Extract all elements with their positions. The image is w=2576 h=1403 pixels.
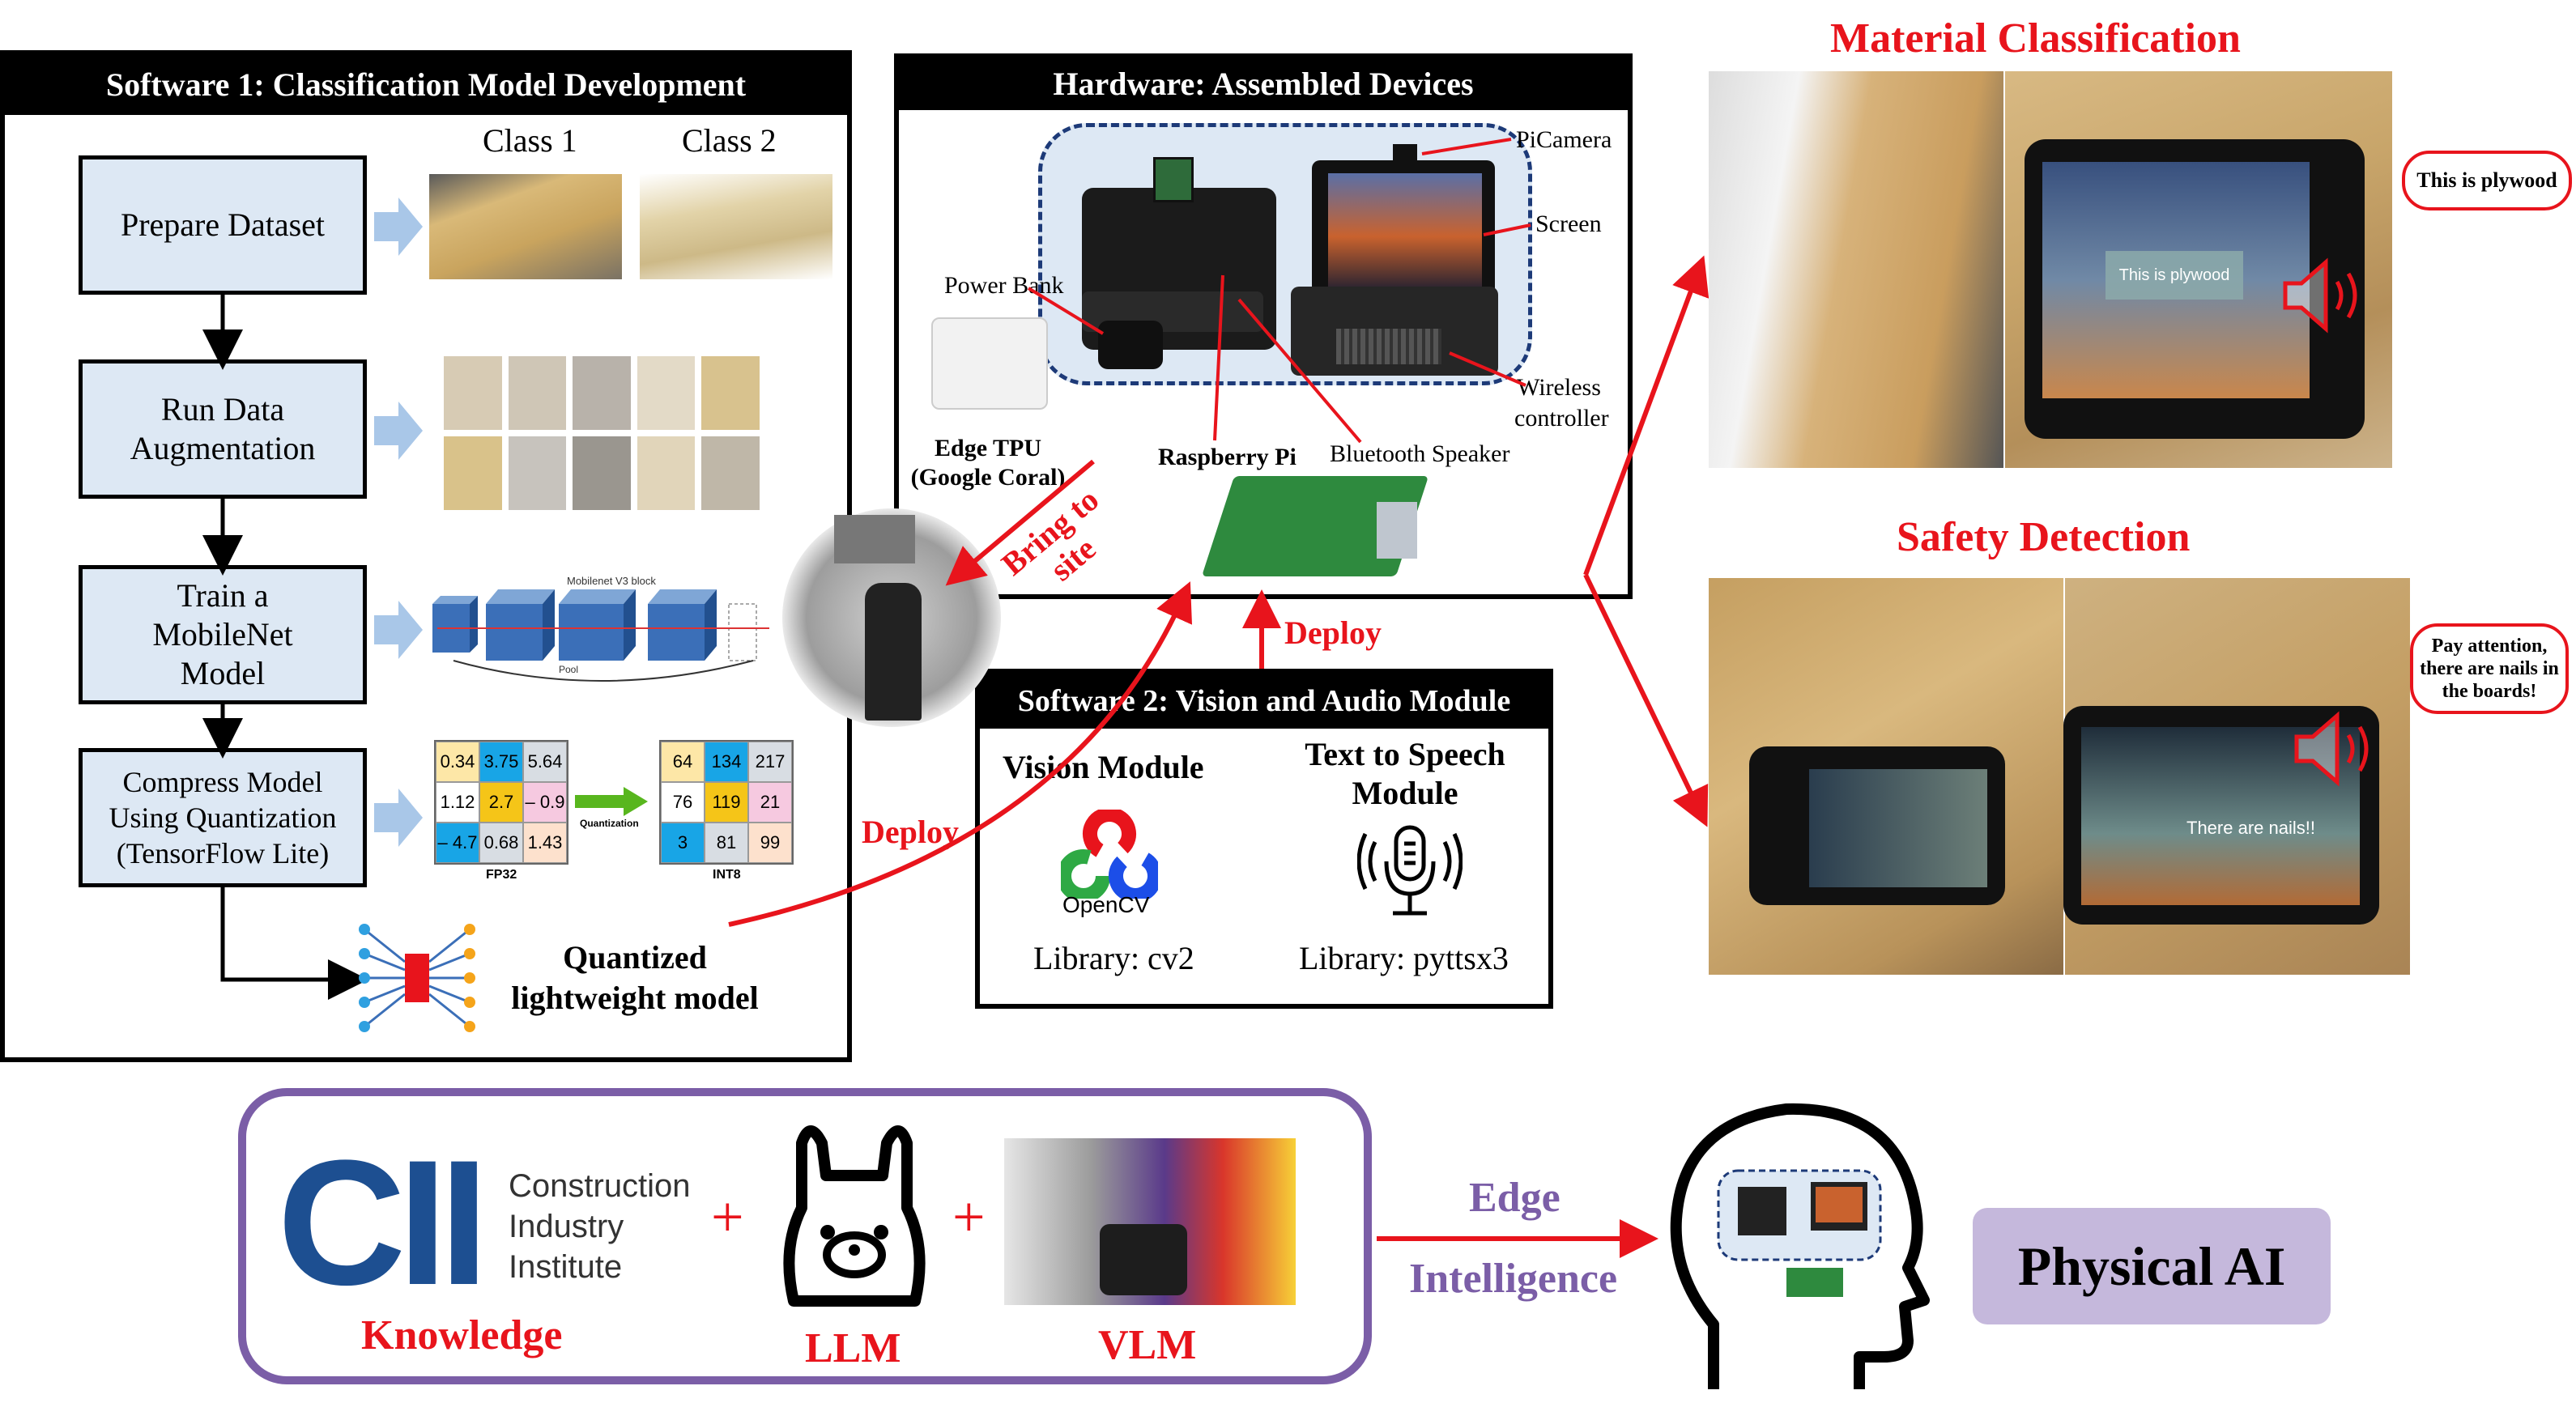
neural-network-icon	[359, 924, 475, 1032]
class2-osb-image	[640, 174, 832, 279]
keyboard-image	[1336, 329, 1441, 364]
material-speech-bubble: This is plywood	[2402, 151, 2572, 210]
power-bank-image	[1098, 321, 1163, 369]
int8-cell: 21	[748, 782, 792, 823]
fp32-cell: 1.12	[436, 782, 479, 823]
mobilenet-block-label: Mobilenet V3 block	[567, 575, 656, 587]
int8-label: INT8	[713, 868, 741, 882]
fp32-cell: 3.75	[479, 742, 523, 782]
fp32-label: FP32	[486, 868, 517, 882]
blurred-face	[834, 515, 915, 563]
opencv-label: OpenCV	[1062, 892, 1150, 917]
raspberry-pi-label: Raspberry Pi	[1158, 444, 1297, 470]
worker-figure	[865, 583, 922, 721]
class1-plywood-image	[429, 174, 622, 279]
mobilenet-block-diagram: Mobilenet V3 block Pool	[429, 572, 777, 693]
deploy-left-label: Deploy	[862, 814, 959, 850]
raspberry-pi-ports	[1377, 502, 1417, 559]
library-cv2-label: Library: cv2	[1033, 940, 1194, 976]
knowledge-label: Knowledge	[361, 1312, 563, 1358]
opencv-logo-icon	[1061, 810, 1158, 899]
int8-cell: 99	[748, 823, 792, 863]
fp32-cell: 0.68	[479, 823, 523, 863]
bluetooth-speaker-label: Bluetooth Speaker	[1330, 440, 1510, 467]
quantization-label: Quantization	[580, 818, 639, 829]
power-bank-label: Power Bank	[944, 272, 1064, 299]
software2-panel: Software 2: Vision and Audio Module	[975, 669, 1553, 1009]
safety-screen-text: There are nails!!	[2186, 818, 2315, 838]
software1-title: Software 1: Classification Model Develop…	[5, 55, 847, 115]
safety-detection-title: Safety Detection	[1897, 514, 2191, 560]
fp32-cell: – 4.7	[436, 823, 479, 863]
safety-speech-bubble: Pay attention, there are nails in the bo…	[2410, 623, 2569, 714]
material-screen-text: This is plywood	[2106, 251, 2243, 300]
class2-label: Class 2	[682, 122, 777, 159]
int8-matrix: 64 134 217 76 119 21 3 81 99	[659, 740, 794, 865]
tts-module-label: Text to Speech Module	[1305, 736, 1505, 811]
head-silhouette-icon	[1670, 1103, 1930, 1389]
software2-title: Software 2: Vision and Audio Module	[980, 674, 1548, 729]
fp32-cell: 0.34	[436, 742, 479, 782]
llm-label: LLM	[805, 1325, 901, 1371]
fp32-matrix: 0.34 3.75 5.64 1.12 2.7 – 0.9 – 4.7 0.68…	[434, 740, 568, 865]
picamera-module-back	[1153, 157, 1194, 202]
step-train-mobilenet: Train a MobileNet Model	[79, 565, 367, 704]
augmented-images-grid	[444, 356, 760, 510]
int8-cell: 134	[705, 742, 748, 782]
quantization-arrow	[575, 787, 648, 816]
vlm-camera-device	[1100, 1224, 1187, 1295]
wireless-controller-label: Wireless controller	[1514, 374, 1609, 432]
llama-icon	[783, 1125, 926, 1307]
screen-label: Screen	[1535, 210, 1602, 237]
step-data-augmentation: Run Data Augmentation	[79, 359, 367, 499]
hardware-title: Hardware: Assembled Devices	[899, 58, 1628, 110]
picamera-module-front	[1393, 144, 1417, 164]
cii-logo-letters: CII	[272, 1133, 489, 1312]
knowledge-llm-vlm-panel	[238, 1088, 1372, 1384]
physical-ai-badge: Physical AI	[1973, 1208, 2331, 1324]
class1-label: Class 1	[483, 122, 577, 159]
plus-sign-2: +	[952, 1184, 986, 1249]
cii-name-label: Construction Industry Institute	[509, 1168, 691, 1285]
plus-sign-1: +	[711, 1184, 744, 1249]
material-speaker-icon	[2283, 257, 2357, 334]
int8-cell: 3	[661, 823, 705, 863]
int8-cell: 217	[748, 742, 792, 782]
library-pyttsx3-label: Library: pyttsx3	[1299, 940, 1509, 976]
vlm-label: VLM	[1098, 1322, 1197, 1368]
edge-tpu-image	[931, 317, 1048, 410]
fp32-cell: 5.64	[523, 742, 567, 782]
edge-label: Edge	[1469, 1175, 1561, 1221]
step-prepare-dataset: Prepare Dataset	[79, 155, 367, 295]
int8-cell: 76	[661, 782, 705, 823]
pool-label: Pool	[559, 664, 579, 675]
safety-speaker-icon	[2294, 711, 2369, 787]
int8-cell: 119	[705, 782, 748, 823]
material-photo-left	[1709, 71, 2003, 468]
int8-cell: 81	[705, 823, 748, 863]
device-screen	[1328, 173, 1482, 288]
fp32-cell: 2.7	[479, 782, 523, 823]
fp32-cell: – 0.9	[523, 782, 567, 823]
microphone-icon	[1357, 825, 1463, 916]
intelligence-label: Intelligence	[1409, 1256, 1618, 1302]
deploy-up-label: Deploy	[1284, 614, 1382, 651]
material-classification-title: Material Classification	[1830, 15, 2241, 62]
fp32-cell: 1.43	[523, 823, 567, 863]
int8-cell: 64	[661, 742, 705, 782]
vision-module-label: Vision Module	[1003, 749, 1204, 785]
safety-tablet-right-screen	[2081, 727, 2360, 905]
edge-tpu-label: Edge TPU (Google Coral)	[910, 435, 1066, 491]
safety-tablet-left-screen	[1809, 769, 1987, 887]
quantized-model-label: Quantized lightweight model	[511, 939, 759, 1016]
picamera-label: PiCamera	[1516, 126, 1612, 153]
